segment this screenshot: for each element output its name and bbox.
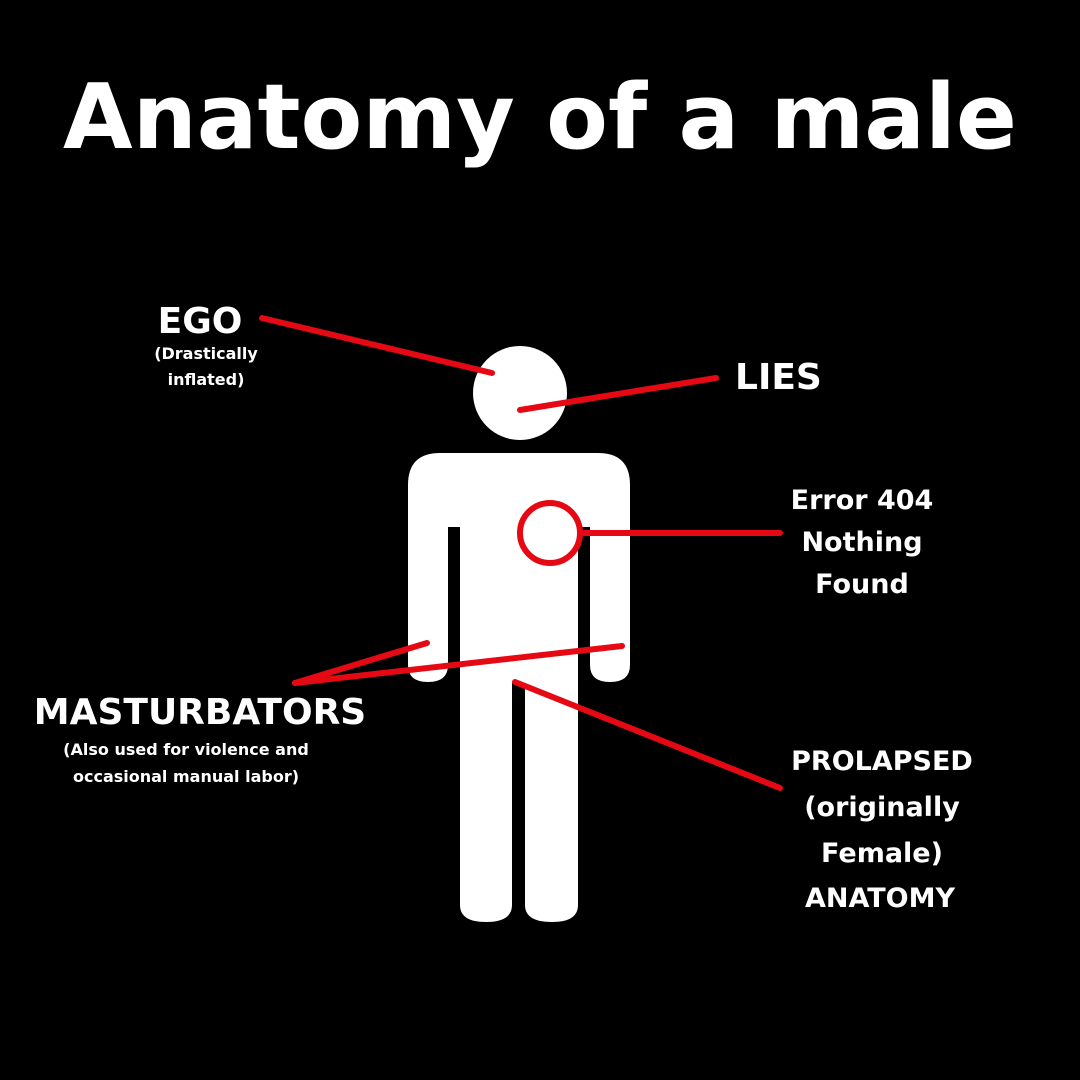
lies-label: LIES — [735, 357, 822, 398]
hands-sub: (Also used for violence and — [63, 740, 309, 759]
heart-line: Error 404 — [791, 485, 934, 516]
ego-label: EGO (Drastically inflated) — [154, 301, 258, 389]
genitals-pointer — [512, 679, 783, 791]
heart-line: Nothing — [801, 527, 922, 558]
page-title: Anatomy of a male — [63, 65, 1017, 170]
lies-pointer — [517, 375, 719, 413]
hands-title: MASTURBATORS — [34, 692, 366, 733]
genitals-line: Female) — [821, 838, 943, 869]
genitals-line: PROLAPSED — [791, 746, 973, 777]
genitals-line: (originally — [804, 792, 960, 823]
ego-sub: (Drastically — [154, 344, 258, 363]
heart-label: Error 404 Nothing Found — [791, 485, 934, 600]
human-figure — [408, 346, 630, 922]
pointer-lines — [259, 315, 783, 791]
figure-body — [408, 453, 630, 922]
ego-pointer — [259, 315, 495, 376]
genitals-line: ANATOMY — [805, 883, 956, 914]
heart-line: Found — [815, 569, 909, 600]
right-hand-pointer — [292, 643, 625, 686]
hands-sub: occasional manual labor) — [73, 767, 299, 786]
genitals-label: PROLAPSED (originally Female) ANATOMY — [791, 746, 973, 914]
left-hand-pointer — [292, 640, 430, 686]
ego-title: EGO — [158, 301, 243, 342]
figure-head — [473, 346, 567, 440]
ego-sub: inflated) — [168, 370, 245, 389]
hands-label: MASTURBATORS (Also used for violence and… — [34, 692, 366, 786]
